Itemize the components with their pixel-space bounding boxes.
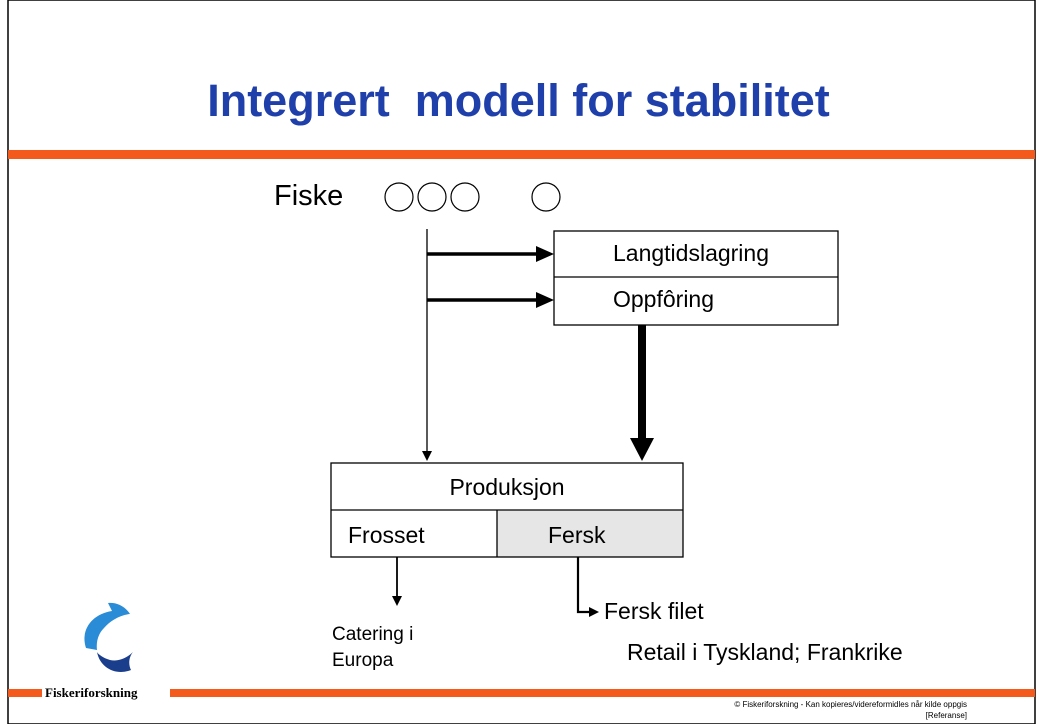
bottom-accent-bar-left <box>8 689 42 697</box>
fish-circle-1 <box>384 182 414 212</box>
fish-circle-2 <box>417 182 447 212</box>
arrow-oppforing-head <box>536 292 554 308</box>
fresh-output-product: Fersk filet <box>604 598 704 624</box>
production-header: Produksjon <box>449 474 565 500</box>
bottom-accent-bar-right <box>170 689 1035 697</box>
production-cell-fersk: Fersk <box>548 522 606 548</box>
storage-to-produksjon-line <box>638 325 646 440</box>
footer-copyright: © Fiskeriforskning - Kan kopieres/videre… <box>734 700 967 709</box>
fersk-cell-fill <box>497 510 683 557</box>
slide-border <box>7 0 1036 724</box>
fresh-output-market: Retail i Tyskland; Frankrike <box>627 639 903 665</box>
production-cell-frosset: Frosset <box>348 522 425 548</box>
logo-upper-shape <box>84 602 130 650</box>
footer-reference: [Referanse] <box>925 711 967 720</box>
logo-lower-shape <box>97 652 133 672</box>
frosset-down-head <box>392 596 402 606</box>
fiske-circles <box>384 182 561 212</box>
arrow-langtidslagring-head <box>536 246 554 262</box>
slide-title: Integrert modell for stabilitet <box>207 75 830 126</box>
frozen-output-line1: Catering i <box>332 624 414 645</box>
fiskeriforskning-logo-mark <box>84 602 133 672</box>
fish-circle-4 <box>531 182 561 212</box>
storage-row-oppforing: Oppfôring <box>613 286 715 312</box>
fersk-elbow-head <box>589 607 599 617</box>
logo-wordmark: Fiskeriforskning <box>45 685 138 700</box>
storage-row-langtidslagring: Langtidslagring <box>613 240 770 266</box>
fiske-label: Fiske <box>274 180 344 212</box>
fersk-elbow-line <box>576 557 591 614</box>
fiske-to-produksjon-arrowhead <box>422 451 432 461</box>
storage-to-produksjon-head <box>630 438 654 461</box>
frozen-output-line2: Europa <box>332 650 394 671</box>
top-accent-bar <box>8 150 1035 159</box>
storage-box <box>553 230 839 326</box>
fish-circle-3 <box>450 182 480 212</box>
